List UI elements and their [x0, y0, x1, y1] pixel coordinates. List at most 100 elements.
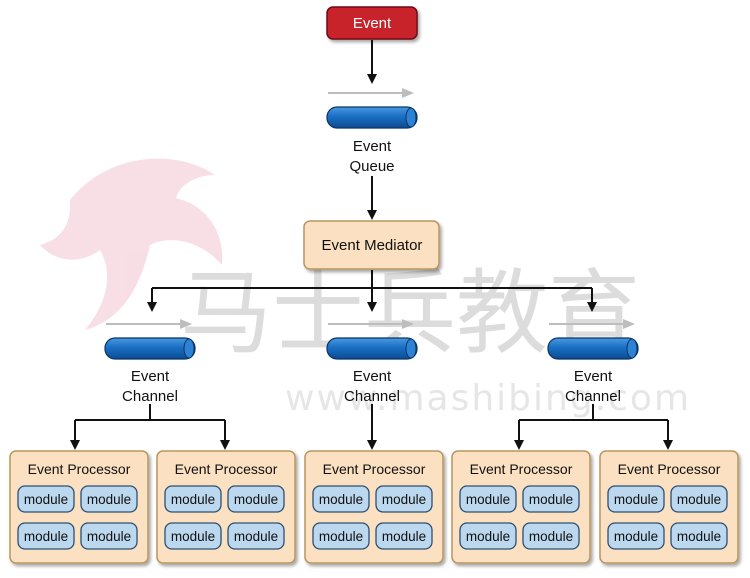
- module-box: [670, 485, 728, 513]
- module: module: [607, 522, 665, 550]
- module-box: [607, 522, 665, 550]
- module: module: [17, 485, 75, 513]
- event-channel-right-tube: [547, 319, 639, 360]
- module: module: [227, 522, 285, 550]
- module-box: [164, 522, 222, 550]
- module-box: [522, 485, 580, 513]
- module-box: [522, 522, 580, 550]
- module-label: module: [466, 492, 510, 507]
- watermark-horse-logo: [40, 158, 223, 330]
- module-box: [375, 485, 433, 513]
- module-label: module: [171, 529, 215, 544]
- module-box: [670, 522, 728, 550]
- event-queue-tube: [326, 88, 418, 129]
- channel-center-label-line2: Channel: [344, 388, 400, 405]
- module-label: module: [614, 492, 658, 507]
- event-processor-label: Event Processor: [470, 461, 573, 477]
- module-box: [459, 485, 517, 513]
- module-label: module: [529, 529, 573, 544]
- channel-center-label-line1: Event: [353, 368, 392, 385]
- module-label: module: [382, 529, 426, 544]
- module-box: [607, 485, 665, 513]
- module-label: module: [614, 529, 658, 544]
- channel-left-label-line2: Channel: [122, 388, 178, 405]
- channel-left-label-line1: Event: [131, 368, 170, 385]
- module-label: module: [466, 529, 510, 544]
- module: module: [459, 485, 517, 513]
- module: module: [227, 485, 285, 513]
- event-node: Event: [326, 6, 418, 40]
- module-box: [459, 522, 517, 550]
- module-label: module: [234, 492, 278, 507]
- module-box: [164, 485, 222, 513]
- event-mediator-node: Event Mediator: [303, 220, 440, 270]
- module-box: [312, 522, 370, 550]
- module-label: module: [24, 529, 68, 544]
- module-box: [17, 485, 75, 513]
- event-channel-right-tube-body: [547, 337, 639, 360]
- module: module: [312, 522, 370, 550]
- module: module: [80, 485, 138, 513]
- module-box: [375, 522, 433, 550]
- module-label: module: [87, 529, 131, 544]
- module: module: [375, 485, 433, 513]
- module: module: [459, 522, 517, 550]
- module: module: [17, 522, 75, 550]
- event-channel-center-tube-body: [326, 337, 418, 360]
- module-label: module: [24, 492, 68, 507]
- module-label: module: [319, 492, 363, 507]
- module-label: module: [382, 492, 426, 507]
- event-queue-label-line2: Queue: [349, 158, 394, 175]
- module-box: [227, 522, 285, 550]
- module: module: [607, 485, 665, 513]
- module-box: [80, 485, 138, 513]
- module-label: module: [677, 492, 721, 507]
- module-label: module: [319, 529, 363, 544]
- event-channel-right-tube-end: [626, 338, 638, 359]
- channel-right-label-line2: Channel: [565, 388, 621, 405]
- watermark-url-text: www.mashibing.com: [285, 378, 691, 419]
- module: module: [670, 485, 728, 513]
- module-label: module: [677, 529, 721, 544]
- event-channel-center-tube-end: [405, 338, 417, 359]
- module: module: [522, 522, 580, 550]
- connectors: [70, 40, 673, 450]
- event-processor-4: Event Processor module module module module: [451, 450, 591, 564]
- event-label: Event: [353, 15, 392, 32]
- event-processor-label: Event Processor: [175, 461, 278, 477]
- event-queue-tube-body: [326, 106, 418, 129]
- module-label: module: [87, 492, 131, 507]
- module: module: [312, 485, 370, 513]
- module-label: module: [234, 529, 278, 544]
- event-processor-label: Event Processor: [28, 461, 131, 477]
- module: module: [670, 522, 728, 550]
- module: module: [375, 522, 433, 550]
- event-channel-left-tube-end: [183, 338, 195, 359]
- module-box: [312, 485, 370, 513]
- module-box: [80, 522, 138, 550]
- event-processor-1: Event Processor module module module module: [9, 450, 149, 564]
- module: module: [164, 522, 222, 550]
- event-mediator-label: Event Mediator: [322, 237, 423, 254]
- event-processor-3: Event Processor module module module module: [304, 450, 444, 564]
- event-channel-left-tube-body: [104, 337, 196, 360]
- event-channel-left-tube: [104, 319, 196, 360]
- module-label: module: [529, 492, 573, 507]
- event-processor-5: Event Processor module module module module: [599, 450, 739, 564]
- event-queue-tube-end: [405, 107, 417, 128]
- event-processor-label: Event Processor: [323, 461, 426, 477]
- event-queue-label-line1: Event: [353, 138, 392, 155]
- module: module: [522, 485, 580, 513]
- channel-labels: Event Channel Event Channel Event Channe…: [122, 368, 621, 405]
- module-box: [227, 485, 285, 513]
- channel-right-label-line1: Event: [574, 368, 613, 385]
- event-processor-2: Event Processor module module module module: [156, 450, 296, 564]
- event-queue-label: Event Queue: [349, 138, 394, 175]
- module-label: module: [171, 492, 215, 507]
- module: module: [80, 522, 138, 550]
- module: module: [164, 485, 222, 513]
- event-processor-label: Event Processor: [618, 461, 721, 477]
- event-channel-center-tube: [326, 319, 418, 360]
